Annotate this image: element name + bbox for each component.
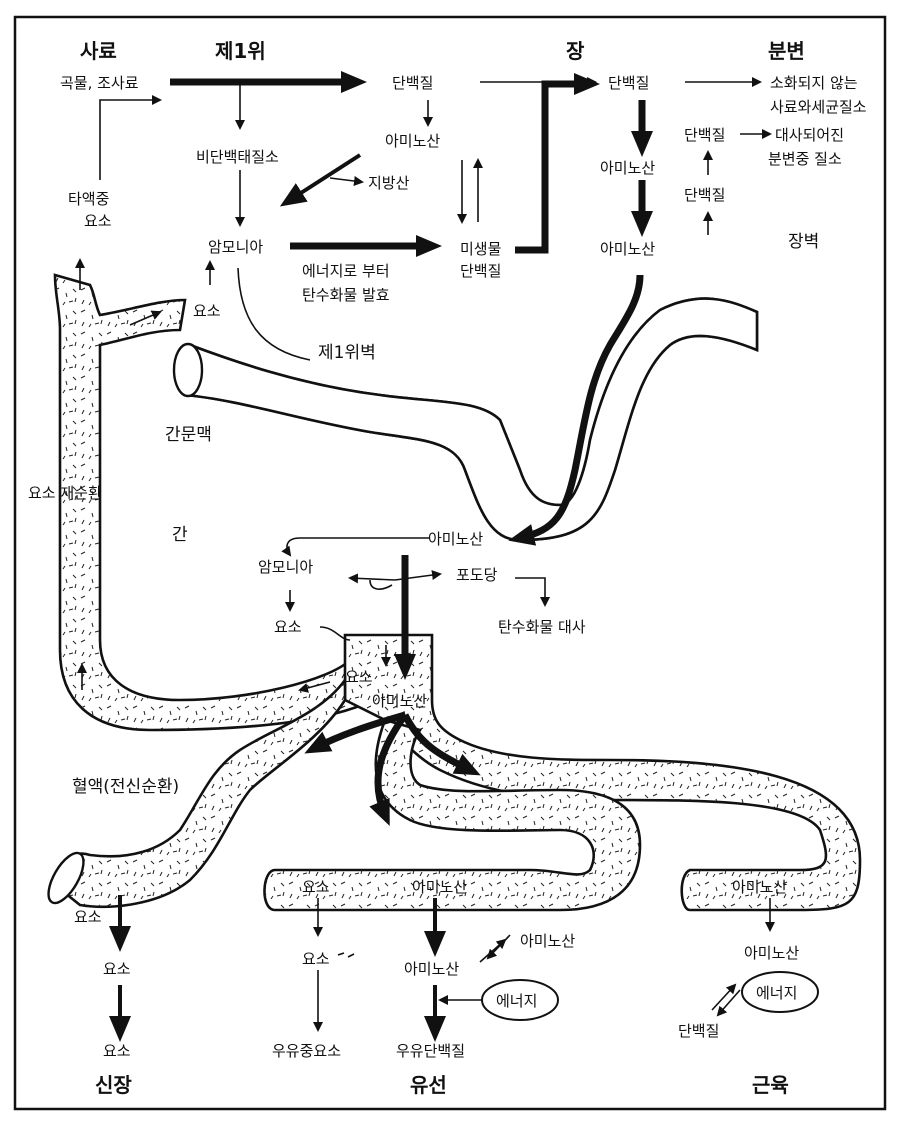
label-mam-urea-1: 요소 bbox=[302, 878, 330, 896]
label-metabolic-2: 분변중 질소 bbox=[768, 150, 842, 168]
label-int-amino-2: 아미노산 bbox=[600, 240, 655, 258]
label-mam-energy: 에너지 bbox=[496, 992, 537, 1010]
header-intestinal-wall: 장벽 bbox=[788, 232, 819, 252]
label-urea-recycle: 요소 재순환 bbox=[28, 484, 102, 502]
header-rumen: 제1위 bbox=[215, 39, 266, 63]
label-kidney-urea-1: 요소 bbox=[74, 908, 102, 926]
labels: 곡물, 조사료 단백질 비단백태질소 아미노산 지방산 암모니아 요소 타액중 … bbox=[28, 74, 867, 1060]
header-kidney: 신장 bbox=[95, 1073, 132, 1097]
label-milk-protein: 우유단백질 bbox=[396, 1042, 465, 1060]
header-feed: 사료 bbox=[80, 39, 117, 63]
label-saliva-urea-2: 요소 bbox=[84, 212, 112, 230]
label-int-amino-1: 아미노산 bbox=[600, 159, 655, 177]
header-liver: 간 bbox=[172, 525, 188, 545]
label-grain-roughage: 곡물, 조사료 bbox=[60, 74, 139, 92]
label-fatty-acid: 지방산 bbox=[368, 174, 410, 192]
label-blood-urea: 요소 bbox=[345, 668, 373, 686]
label-rumen-protein: 단백질 bbox=[392, 74, 433, 92]
header-rumen-wall: 제1위벽 bbox=[318, 343, 376, 363]
header-muscle: 근육 bbox=[752, 1073, 789, 1097]
label-mus-protein: 단백질 bbox=[678, 1022, 719, 1040]
label-wall-protein-1: 단백질 bbox=[684, 126, 725, 144]
portal-vein-opening bbox=[174, 344, 202, 396]
label-mam-amino-1: 아미노산 bbox=[412, 878, 467, 896]
label-wall-protein-2: 단백질 bbox=[684, 186, 725, 204]
label-metabolic-1: 대사되어진 bbox=[775, 126, 844, 144]
label-liver-urea: 요소 bbox=[274, 618, 302, 636]
label-milk-urea: 우유중요소 bbox=[272, 1042, 341, 1060]
vessels bbox=[42, 275, 860, 910]
label-glucose: 포도당 bbox=[456, 566, 498, 584]
label-mam-urea-2: 요소 bbox=[302, 950, 330, 968]
label-int-protein: 단백질 bbox=[608, 74, 649, 92]
label-blood-amino: 아미노산 bbox=[372, 692, 427, 710]
label-urea-rumen: 요소 bbox=[193, 302, 221, 320]
label-kidney-urea-2: 요소 bbox=[103, 960, 131, 978]
label-saliva-urea-1: 타액중 bbox=[68, 190, 109, 208]
label-mam-amino-3: 아미노산 bbox=[520, 932, 575, 950]
label-mam-amino-2: 아미노산 bbox=[404, 960, 459, 978]
header-mammary: 유선 bbox=[410, 1073, 447, 1097]
label-rumen-amino: 아미노산 bbox=[385, 132, 440, 150]
label-liver-amino: 아미노산 bbox=[428, 530, 483, 548]
label-liver-ammonia: 암모니아 bbox=[258, 558, 313, 576]
label-ammonia: 암모니아 bbox=[208, 238, 263, 256]
label-energy-from-1: 에너지로 부터 bbox=[302, 262, 390, 280]
label-energy-from-2: 탄수화물 발효 bbox=[302, 286, 390, 304]
label-mus-energy: 에너지 bbox=[756, 984, 797, 1002]
header-blood: 혈액(전신순환) bbox=[72, 777, 179, 797]
label-carb-metab: 탄수화물 대사 bbox=[498, 618, 586, 636]
label-mus-amino-1: 아미노산 bbox=[732, 878, 787, 896]
header-intestine: 장 bbox=[566, 39, 585, 63]
label-undigested-2: 사료와세균질소 bbox=[770, 98, 867, 116]
label-mus-amino-2: 아미노산 bbox=[744, 944, 799, 962]
header-portal-vein: 간문맥 bbox=[165, 425, 212, 445]
label-kidney-urea-3: 요소 bbox=[103, 1042, 131, 1060]
label-microbial-2: 단백질 bbox=[460, 262, 501, 280]
label-undigested-1: 소화되지 않는 bbox=[770, 74, 858, 92]
label-npn: 비단백태질소 bbox=[196, 148, 279, 166]
header-feces: 분변 bbox=[768, 39, 805, 63]
label-microbial-1: 미생물 bbox=[460, 240, 501, 258]
